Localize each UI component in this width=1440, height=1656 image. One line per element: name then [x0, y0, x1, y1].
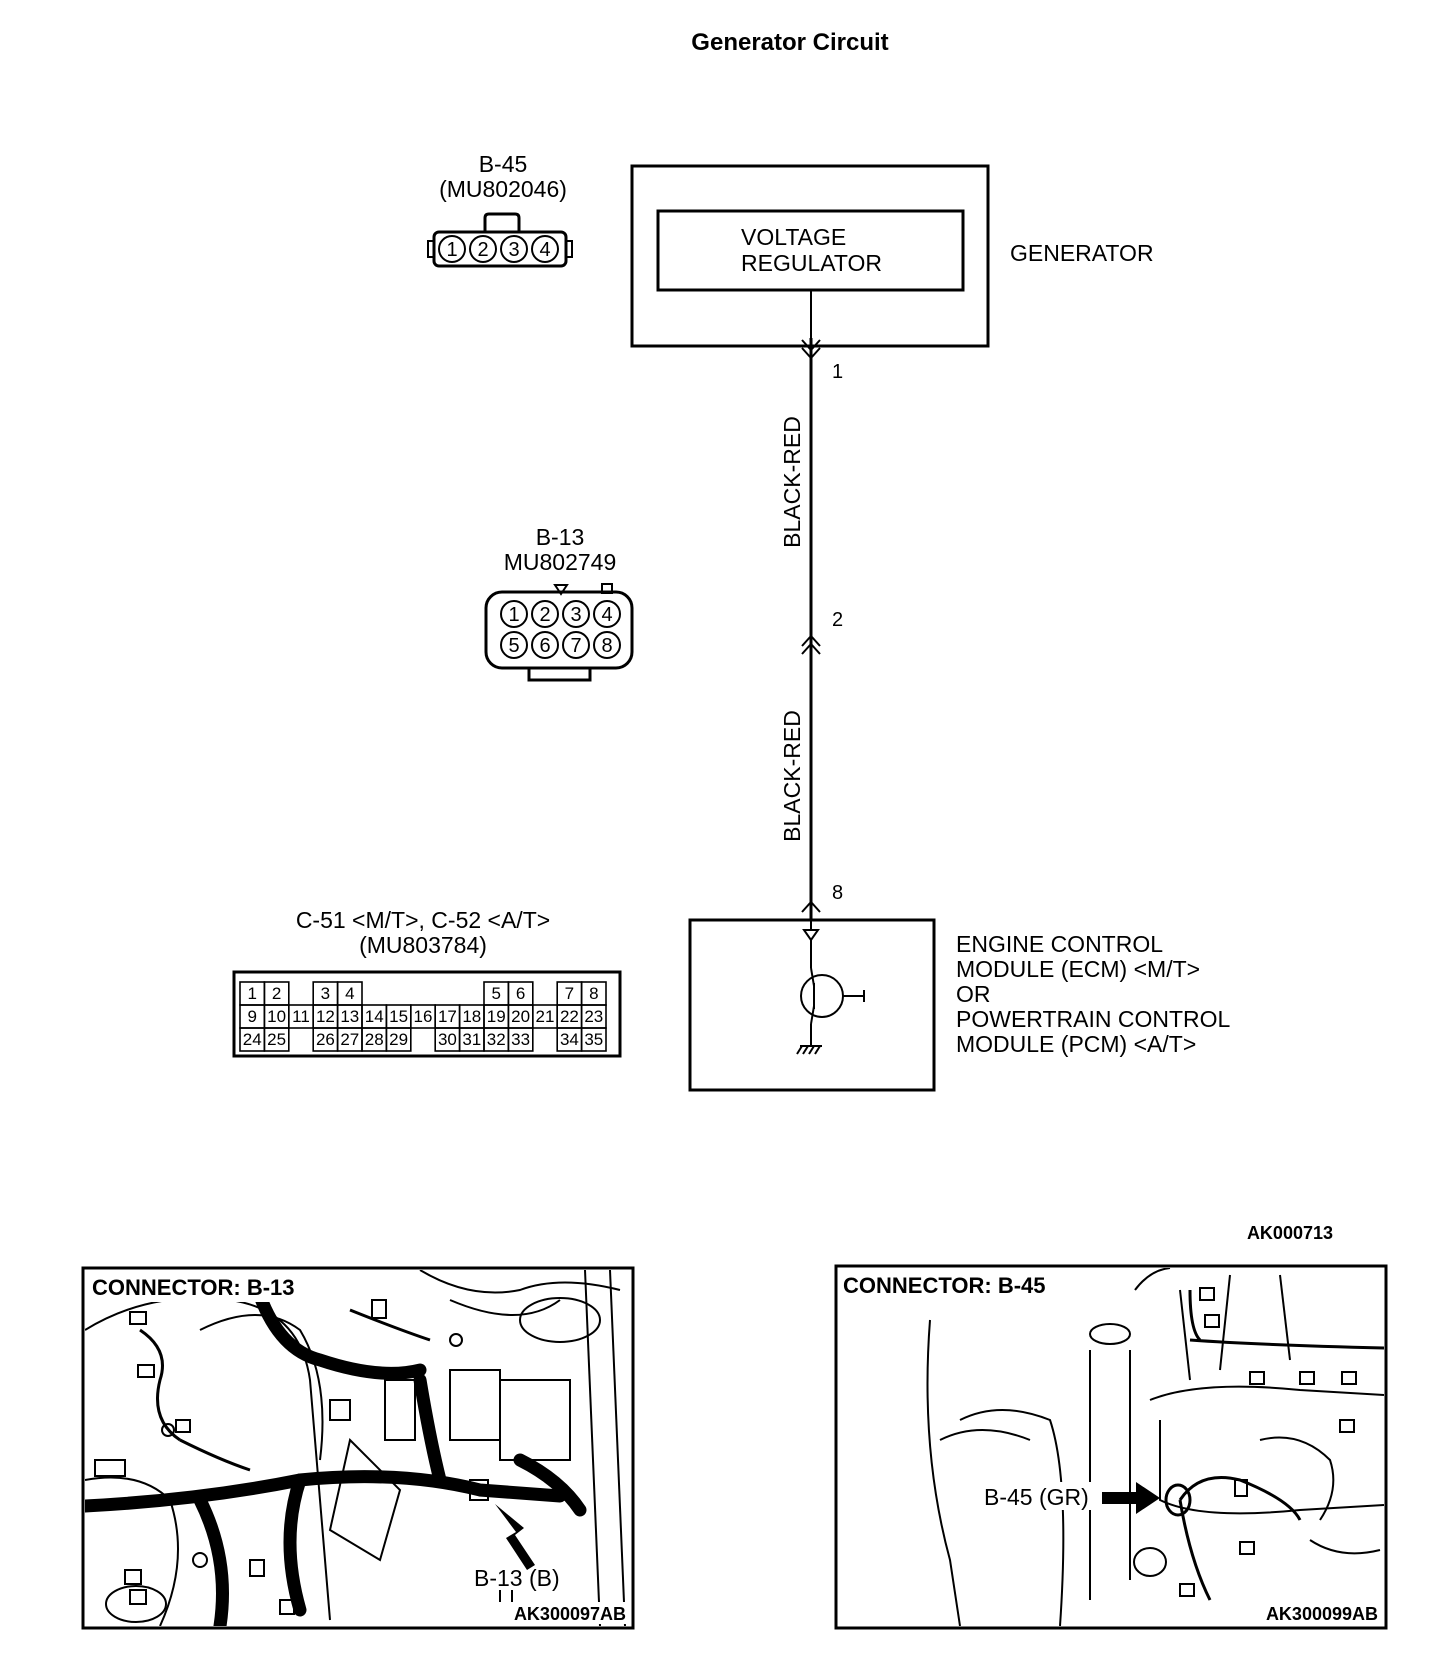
- c51-pin-label: 4: [345, 984, 354, 1003]
- ecm-label: POWERTRAIN CONTROL: [956, 1006, 1231, 1032]
- c51-part-number: (MU803784): [359, 932, 487, 958]
- c51-pin-label: 8: [589, 984, 598, 1003]
- ecm-label: MODULE (ECM) <M/T>: [956, 956, 1200, 982]
- c51-pin-label: 26: [316, 1030, 335, 1049]
- wire-black-red: 1 2 8 BLACK-RED BLACK-RED: [779, 290, 843, 920]
- c51-pin-label: 32: [487, 1030, 506, 1049]
- c51-pin-label: 16: [414, 1007, 433, 1026]
- c51-pin-label: 10: [267, 1007, 286, 1026]
- engine-bay-illustration: [85, 1270, 626, 1626]
- c51-pin-label: 18: [462, 1007, 481, 1026]
- b45-connector-face: B-45 (MU802046) 1 2 3 4: [427, 151, 573, 268]
- c51-pin-label: 15: [389, 1007, 408, 1026]
- c51-pin-label: 30: [438, 1030, 457, 1049]
- c51-pin-label: 14: [365, 1007, 384, 1026]
- c51-pin-label: 20: [511, 1007, 530, 1026]
- c51-pin-label: 35: [584, 1030, 603, 1049]
- c51-pin-label: 2: [272, 984, 281, 1003]
- b13-pin: 5: [508, 635, 519, 657]
- c51-pin-label: 9: [247, 1007, 256, 1026]
- photo-b45-code: AK300099AB: [1266, 1604, 1378, 1624]
- wire-color-upper: BLACK-RED: [779, 416, 805, 548]
- photo-connector-b45: CONNECTOR: B-45 B-45 (GR) AK300099AB: [834, 1264, 1388, 1630]
- c51-pin-cell: [263, 1027, 290, 1052]
- photo-b13-header: CONNECTOR: B-13: [92, 1275, 295, 1300]
- c51-pin-label: 29: [389, 1030, 408, 1049]
- b45-part-number: (MU802046): [439, 176, 567, 202]
- photo-b45-callout: B-45 (GR): [984, 1484, 1089, 1510]
- c51-pin-label: 17: [438, 1007, 457, 1026]
- c51-pin-label: 6: [516, 984, 525, 1003]
- b45-pin: 4: [539, 239, 550, 261]
- ground-icon: [796, 1045, 822, 1055]
- c51-pin-label: 33: [511, 1030, 530, 1049]
- engine-bay-illustration: [926, 1268, 1384, 1626]
- b13-id: B-13: [536, 524, 585, 550]
- c51-pin-label: 24: [243, 1030, 262, 1049]
- pin-2-label: 2: [832, 609, 843, 631]
- b45-id: B-45: [479, 151, 528, 177]
- photo-connector-b13: CONNECTOR: B-13 B-13 (B) AK300097AB: [81, 1266, 635, 1630]
- diagram-title: Generator Circuit: [691, 29, 888, 56]
- c51-pin-cell: [385, 1027, 412, 1052]
- c51-pin-label: 13: [340, 1007, 359, 1026]
- c51-pin-label: 5: [491, 984, 500, 1003]
- b13-pin: 2: [539, 604, 550, 626]
- voltage-regulator-label: VOLTAGE: [741, 224, 846, 250]
- diagram-code: AK000713: [1247, 1223, 1333, 1243]
- b45-pin: 3: [508, 239, 519, 261]
- transistor-icon: [800, 967, 865, 1025]
- pin-1-label: 1: [832, 361, 843, 383]
- c51-pin-cell: [507, 1027, 534, 1052]
- c51-pin-label: 25: [267, 1030, 286, 1049]
- b45-pin: 2: [477, 239, 488, 261]
- c51-pin-label: 31: [462, 1030, 481, 1049]
- c51-pin-label: 1: [247, 984, 256, 1003]
- c51-id: C-51 <M/T>, C-52 <A/T>: [296, 907, 550, 933]
- c51-pin-label: 23: [584, 1007, 603, 1026]
- photo-b13-callout: B-13 (B): [474, 1565, 560, 1591]
- c51-pin-label: 22: [560, 1007, 579, 1026]
- b13-pin: 7: [570, 635, 581, 657]
- ecm-block: ENGINE CONTROL MODULE (ECM) <M/T> OR POW…: [688, 918, 1231, 1092]
- photo-b13-code: AK300097AB: [514, 1604, 626, 1624]
- generator-block: VOLTAGE REGULATOR GENERATOR: [630, 164, 1154, 348]
- c51-pin-label: 7: [565, 984, 574, 1003]
- c51-pin-label: 12: [316, 1007, 335, 1026]
- b13-pin: 8: [601, 635, 612, 657]
- voltage-regulator-label: REGULATOR: [741, 250, 882, 276]
- wire-color-lower: BLACK-RED: [779, 710, 805, 842]
- ecm-label: ENGINE CONTROL: [956, 931, 1163, 957]
- b13-pin: 3: [570, 604, 581, 626]
- c51-pin-label: 27: [340, 1030, 359, 1049]
- c51-pin-label: 11: [292, 1007, 310, 1026]
- b13-connector-face: B-13 MU802749 1 2 3 4 5 6 7 8: [484, 524, 634, 682]
- c51-pin-cell: [580, 1027, 607, 1052]
- ecm-label: MODULE (PCM) <A/T>: [956, 1031, 1196, 1057]
- b13-pin: 1: [508, 604, 519, 626]
- pin-8-label: 8: [832, 882, 843, 904]
- c51-pin-label: 3: [321, 984, 330, 1003]
- b45-pin: 1: [446, 239, 457, 261]
- c51-pin-label: 21: [536, 1007, 555, 1026]
- generator-label: GENERATOR: [1010, 240, 1154, 266]
- c51-pin-label: 19: [487, 1007, 506, 1026]
- b13-pin: 6: [539, 635, 550, 657]
- c51-pin-label: 34: [560, 1030, 579, 1049]
- photo-b45-header: CONNECTOR: B-45: [843, 1273, 1046, 1298]
- c51-pin-label: 28: [365, 1030, 384, 1049]
- b13-pin: 4: [601, 604, 612, 626]
- ecm-label: OR: [956, 981, 991, 1007]
- b13-part-number: MU802749: [504, 549, 617, 575]
